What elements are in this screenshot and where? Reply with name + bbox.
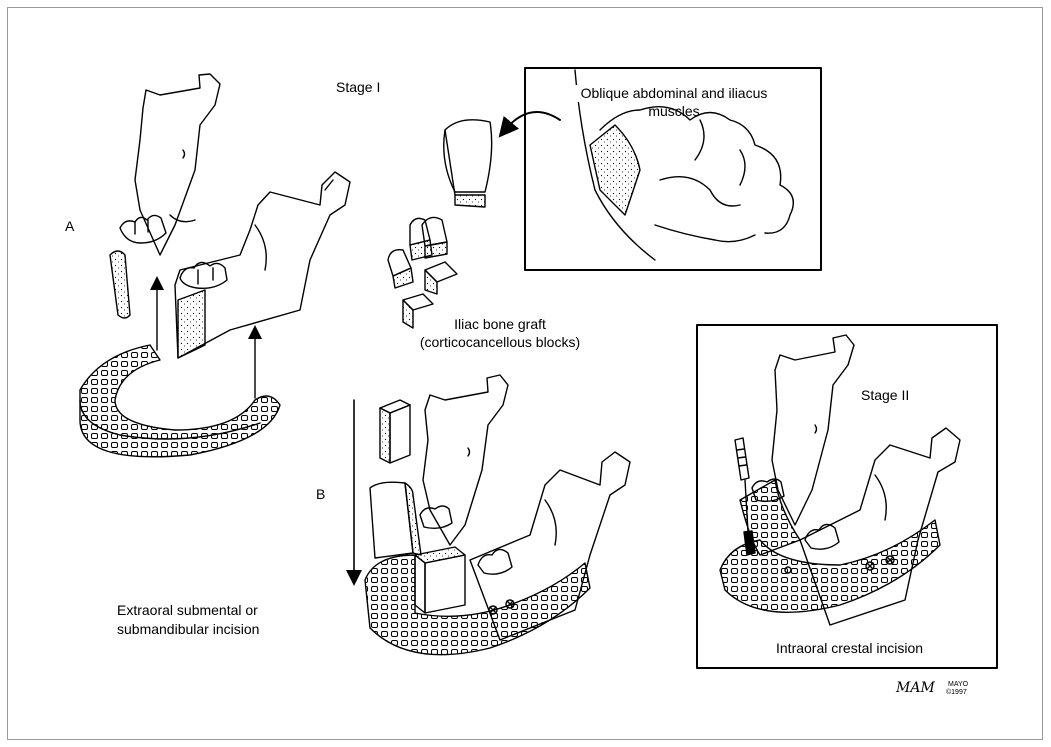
graft-label-line2: (corticocancellous blocks) [380,334,620,351]
stage-2-inset-frame [697,325,997,668]
graft-label-line1: Iliac bone graft [380,316,620,333]
mesh-tray-a [80,345,280,457]
molars-a-upper [120,215,166,243]
graft-blocks-small [388,217,457,328]
diagram-a-label: A [65,218,74,235]
muscles-label-line2: muscles [540,103,808,120]
artist-signature: MAM [896,680,935,696]
diagram-b-label: B [316,486,325,503]
graft-side-a [110,251,130,318]
extraoral-label-line2: submandibular incision [117,621,259,638]
copyright-year: ©1997 [946,689,967,696]
muscles-label-line1: Oblique abdominal and iliacus [540,85,808,102]
extraoral-label-line1: Extraoral submental or [117,602,258,619]
mayo-mark: MAYO [948,681,968,688]
graft-block-large [444,120,492,207]
mandible-a-lower [175,172,350,358]
mandible-b-upper [423,375,508,545]
stage-1-label: Stage I [336,79,380,96]
molars-a-lower [180,262,227,288]
mesh-tray-b [365,555,590,655]
intraoral-label: Intraoral crestal incision [776,640,923,657]
graft-block-b [380,400,410,463]
stage-2-label: Stage II [861,387,909,404]
